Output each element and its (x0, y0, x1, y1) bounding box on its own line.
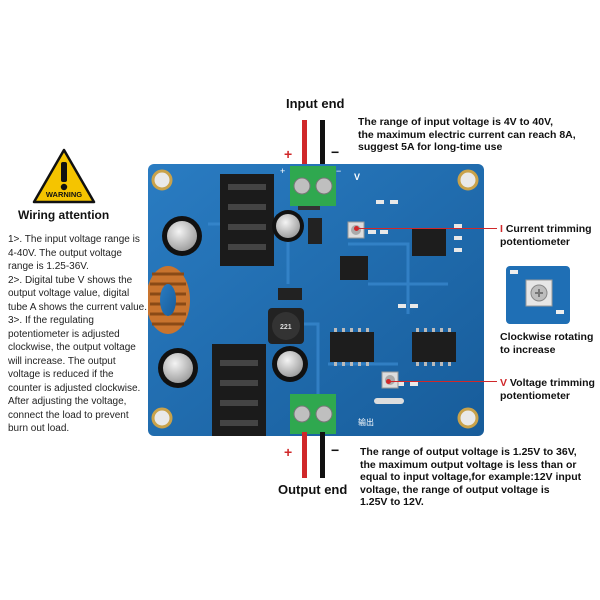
inductor-marking: 221 (280, 324, 292, 331)
instruction-line: 1>. The input voltage range is (8, 234, 140, 245)
dc-dc-converter-board-icon (148, 164, 484, 436)
instruction-line: burn out load. (8, 423, 70, 434)
current-pot-line2: potentiometer (500, 235, 571, 248)
instruction-line: counter is adjusted clockwise. (8, 382, 141, 394)
instruction-line: range is 1.25-36V. (8, 261, 89, 272)
voltage-pot-label: V Voltage trimming potentiometer (500, 377, 595, 402)
output-note-line: 1.25V to 12V. (360, 496, 424, 508)
instruction-line: After adjusting the voltage, (8, 396, 127, 407)
current-pot-line1: Current trimming (502, 223, 592, 235)
clockwise-line1: Clockwise rotating (500, 331, 594, 343)
output-note-line: the maximum output voltage is less than … (360, 458, 577, 471)
input-red-wire (302, 120, 307, 170)
voltage-pot-line2: potentiometer (500, 389, 571, 402)
current-pot-marker (354, 226, 359, 231)
voltage-pot-prefix: V (500, 377, 508, 389)
input-black-wire (320, 120, 325, 170)
voltage-pot-marker (386, 379, 391, 384)
instruction-line: 4-40V. The output voltage (8, 247, 122, 259)
silk-plus-label: + (280, 166, 286, 176)
instruction-line: potentiometer is adjusted (8, 328, 120, 340)
instruction-line: tube A shows the current value. (8, 301, 147, 313)
output-black-wire (320, 432, 325, 478)
input-note-line: The range of input voltage is 4V to 40V, (358, 116, 554, 128)
silk-output-label: 输出 (358, 418, 374, 427)
clockwise-line2: to increase (500, 343, 556, 356)
current-pot-callout-line (359, 228, 497, 229)
wiring-attention-title: Wiring attention (18, 208, 110, 222)
output-plus-sign: + (284, 444, 293, 460)
silk-minus-label: − (336, 166, 342, 176)
instruction-line: will increase. The output (8, 355, 116, 367)
warning-sign-text: WARNING (45, 190, 83, 199)
clockwise-note: Clockwise rotating to increase (500, 331, 593, 356)
potentiometer-closeup-icon (510, 270, 564, 314)
instruction-line: voltage is reduced if the (8, 369, 114, 380)
instruction-line: output voltage value, digital (8, 288, 130, 299)
output-end-title: Output end (278, 482, 348, 497)
wiring-instructions: 1>. The input voltage range is 4-40V. Th… (8, 233, 160, 436)
input-note-line: the maximum electric current can reach 8… (358, 128, 576, 141)
current-pot-prefix: I (500, 223, 503, 235)
warning-triangle-icon (32, 148, 96, 204)
output-note-line: equal to input voltage,for example:12V i… (360, 471, 582, 483)
instruction-line: clockwise, the output voltage (8, 342, 136, 353)
voltage-pot-line1: Voltage trimming (507, 377, 595, 389)
output-note-line: voltage, the range of output voltage is (360, 483, 550, 496)
output-range-note: The range of output voltage is 1.25V to … (360, 446, 581, 509)
input-note-line: suggest 5A for long-time use (358, 141, 503, 153)
instruction-line: 3>. If the regulating (8, 315, 94, 326)
input-range-note: The range of input voltage is 4V to 40V,… (358, 116, 576, 154)
voltage-pot-callout-line (391, 381, 497, 382)
current-pot-label: I Current trimming potentiometer (500, 223, 592, 248)
instruction-line: connect the load to prevent (8, 409, 129, 421)
output-minus-sign: − (331, 442, 340, 458)
circuit-board: 221 V 输出 − + (148, 164, 484, 436)
silk-v-label: V (354, 172, 361, 182)
output-note-line: The range of output voltage is 1.25V to … (360, 446, 577, 458)
instruction-line: 2>. Digital tube V shows the (8, 274, 133, 286)
input-end-title: Input end (286, 96, 345, 111)
output-red-wire (302, 432, 307, 478)
potentiometer-zoom-inset (506, 266, 570, 324)
warning-sign: WARNING (32, 148, 96, 204)
input-minus-sign: − (331, 144, 340, 160)
input-plus-sign: + (284, 146, 293, 162)
